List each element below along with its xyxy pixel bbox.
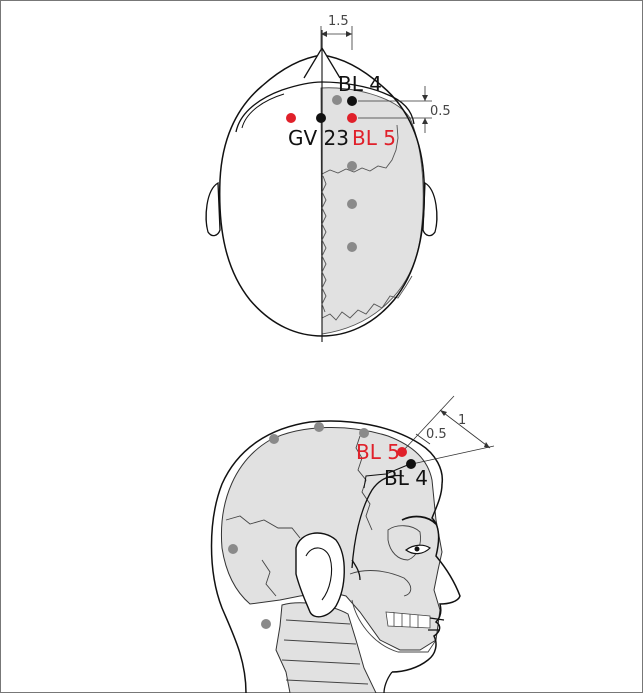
skull-half-shading (320, 87, 424, 335)
bl4-leader-line (363, 463, 411, 489)
dim-0-5-label: 0.5 (430, 104, 451, 119)
side-head-outline (210, 420, 444, 693)
point-gray-top-2 (347, 161, 357, 171)
top-view-head: 1.5 0.5 BL 4 GV 23 BL 5 (205, 14, 451, 342)
point-gray-top-1 (332, 95, 342, 105)
dim-1-5-arrow-right (346, 31, 352, 37)
side-point-gray-4 (228, 544, 238, 554)
point-bl5-left-top (286, 113, 296, 123)
lips (428, 617, 445, 631)
right-ear (422, 181, 438, 237)
eyebrow (401, 515, 437, 525)
ear-outer (295, 532, 345, 618)
label-bl4-side: BL 4 (384, 466, 428, 490)
side-dim-outer-line (439, 409, 491, 449)
side-point-bl5 (397, 447, 407, 457)
side-point-gray-1 (269, 434, 279, 444)
side-view-head: 1 0.5 BL 5 BL 4 (210, 395, 495, 693)
dim-1-5-label: 1.5 (328, 14, 349, 29)
side-point-gray-3 (359, 428, 369, 438)
side-point-bl4 (406, 459, 416, 469)
side-point-gray-2 (314, 422, 324, 432)
point-bl5-right-top (347, 113, 357, 123)
side-lambdoid-suture (261, 559, 277, 597)
side-dim-inner-line (415, 433, 431, 445)
hairline-inner (241, 93, 285, 129)
side-dim-ext-1 (401, 395, 455, 453)
side-dim-outer-label: 1 (458, 413, 466, 428)
point-gv23-top (316, 113, 326, 123)
coronal-suture (321, 124, 399, 175)
cervical-spine (275, 602, 377, 693)
left-ear (205, 181, 221, 237)
side-squamosal-suture (225, 515, 301, 539)
label-gv23-top: GV 23 (288, 126, 349, 150)
dim-0-5-arrow-bottom (422, 118, 428, 124)
side-hairline (351, 474, 405, 569)
eye-pupil (414, 546, 420, 552)
sagittal-suture (321, 175, 327, 313)
neck-line (383, 671, 393, 693)
point-gray-top-4 (347, 242, 357, 252)
face-profile (391, 483, 461, 673)
label-bl5-top: BL 5 (352, 126, 396, 150)
dim-0-5-arrow-top (422, 95, 428, 101)
vertebra-lines (281, 619, 369, 685)
label-bl5-side: BL 5 (356, 440, 400, 464)
teeth (385, 611, 431, 629)
side-dim-inner-label: 0.5 (426, 427, 447, 442)
point-gray-top-3 (347, 199, 357, 209)
cheekbone (349, 570, 412, 597)
side-dim-outer-arrow-a (440, 410, 447, 416)
side-dim-outer-arrow-b (484, 442, 490, 448)
jaw (351, 599, 437, 653)
sideburn (351, 559, 361, 581)
dim-1-5-arrow-left (321, 31, 327, 37)
side-dim-ext-2 (411, 445, 495, 465)
label-bl4-top: BL 4 (338, 72, 382, 96)
point-bl4-top (347, 96, 357, 106)
side-point-gray-5 (261, 619, 271, 629)
side-coronal-suture (355, 435, 373, 531)
lambdoid-suture (321, 275, 413, 321)
ear-inner (305, 547, 333, 601)
